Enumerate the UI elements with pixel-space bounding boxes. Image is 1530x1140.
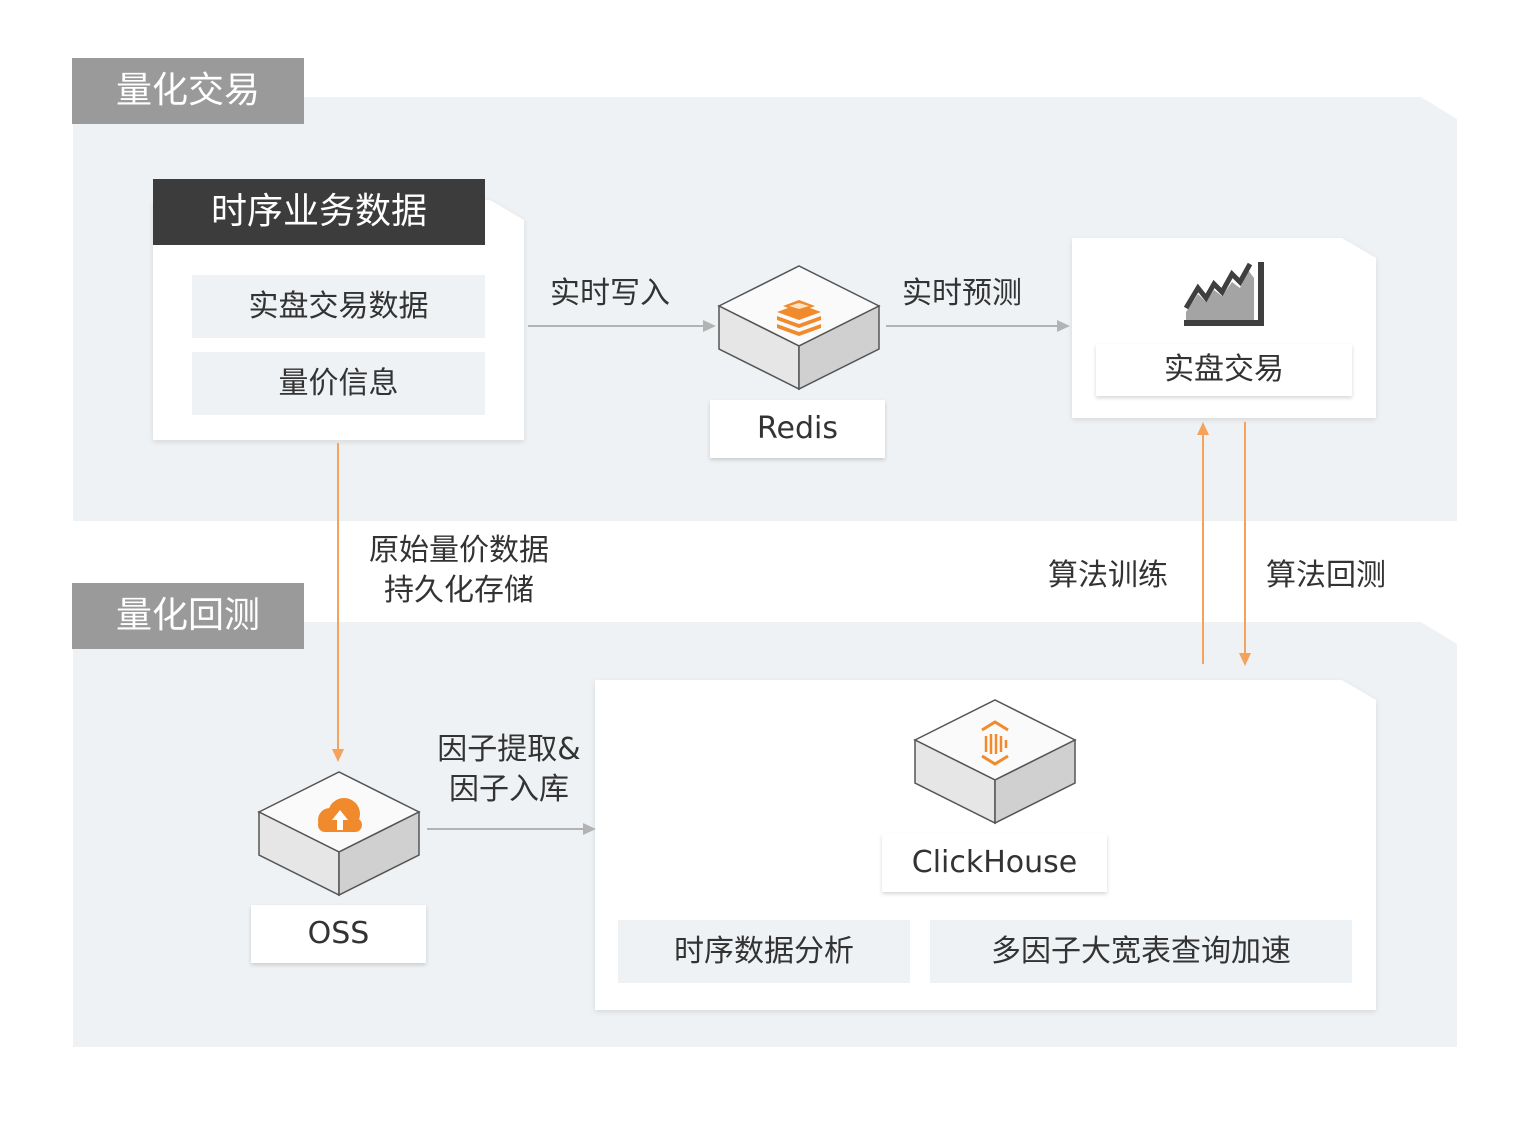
cloud-upload-icon: [318, 798, 362, 832]
edge-label-realtime-write: 实时写入: [550, 276, 670, 311]
redis-node: [716, 262, 882, 392]
source-item-price-volume: 量价信息: [192, 352, 485, 415]
edge-label-algo-train: 算法训练: [1048, 558, 1168, 593]
clickhouse-feature-wide-table: 多因子大宽表查询加速: [930, 920, 1352, 983]
clickhouse-label: ClickHouse: [882, 834, 1107, 892]
edge-label-algo-backtest: 算法回测: [1266, 558, 1386, 593]
redis-stack-icon: [777, 300, 821, 336]
clickhouse-feature-timeseries: 时序数据分析: [618, 920, 910, 983]
live-trading-label: 实盘交易: [1096, 344, 1352, 396]
oss-label: OSS: [251, 905, 426, 963]
clickhouse-bars-icon: [981, 720, 1009, 766]
trading-section-title: 量化交易: [72, 58, 304, 124]
oss-node: [256, 768, 422, 898]
source-item-live-trade-data: 实盘交易数据: [192, 275, 485, 338]
edge-label-factor-extract: 因子提取& 因子入库: [437, 732, 581, 807]
backtest-section-title: 量化回测: [72, 583, 304, 649]
stock-chart-icon: [1182, 260, 1266, 328]
clickhouse-node: [912, 696, 1078, 826]
redis-label: Redis: [710, 400, 885, 458]
edge-label-persist-storage: 原始量价数据 持久化存储: [369, 533, 549, 608]
source-data-title: 时序业务数据: [153, 179, 485, 245]
edge-label-realtime-predict: 实时预测: [902, 276, 1022, 311]
